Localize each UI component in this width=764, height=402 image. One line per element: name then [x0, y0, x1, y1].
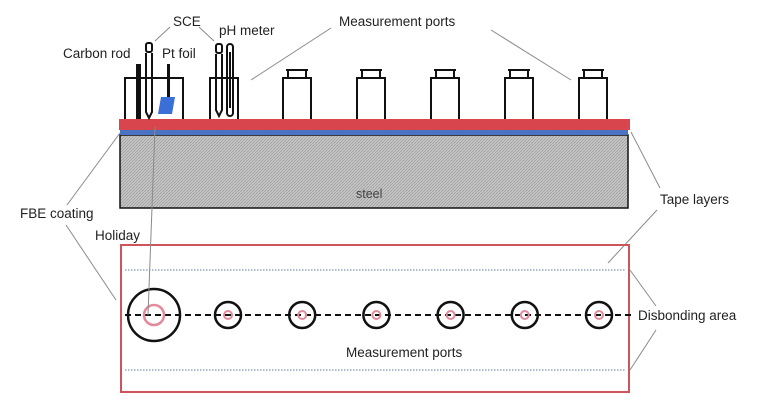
- side-measurement-port: [282, 69, 312, 119]
- sce-leader-left: [154, 26, 171, 42]
- tape-layers-label: Tape layers: [660, 192, 729, 207]
- ph-meter-label: pH meter: [219, 23, 275, 38]
- port-cap: [509, 69, 529, 77]
- plan-measurement-port: [436, 300, 465, 330]
- side-measurement-port: [504, 69, 534, 119]
- sce-electrode: [145, 42, 153, 121]
- holiday-ring: [142, 303, 166, 327]
- port-hole: [223, 310, 233, 320]
- sce-label: SCE: [173, 14, 201, 29]
- tape-layers-leader-top: [630, 131, 661, 189]
- port-cap: [435, 69, 455, 77]
- port-cap: [583, 69, 603, 77]
- ports-top-leader-right: [490, 29, 572, 81]
- port-hole: [297, 310, 308, 320]
- fbe-coating-layer: [120, 129, 628, 135]
- side-measurement-port: [430, 69, 460, 119]
- sce-leader-right: [198, 26, 215, 42]
- disbond-leader-bottom: [629, 329, 657, 371]
- holiday-label: Holiday: [95, 228, 140, 243]
- port-hole: [371, 310, 382, 320]
- plan-measurement-ports: [213, 300, 614, 330]
- steel-block: [119, 134, 629, 209]
- plan-measurement-port: [362, 300, 391, 330]
- port-hole: [445, 310, 456, 320]
- fbe-coating-label: FBE coating: [20, 206, 94, 221]
- disbond-leader-top: [629, 269, 657, 307]
- pt-foil-wire: [167, 64, 170, 99]
- plan-measurement-port: [287, 300, 317, 330]
- electrochemical-cell: [124, 42, 184, 121]
- ph-electrode: [226, 43, 234, 117]
- ph-meter-cell: [209, 43, 239, 119]
- holiday-leader: [147, 126, 156, 316]
- pt-foil: [158, 97, 175, 114]
- tape-layer: [119, 119, 630, 130]
- plan-outline: [120, 244, 630, 393]
- side-measurement-ports: [282, 69, 608, 119]
- ports-top-leader-left: [250, 27, 332, 81]
- port-cap: [361, 69, 381, 77]
- plan-view: Measurement ports Disbonding area: [120, 126, 737, 393]
- fbe-leader-top: [66, 132, 121, 206]
- steel-label: steel: [356, 187, 382, 201]
- measurement-ports-bottom-label: Measurement ports: [346, 345, 463, 360]
- port-cap: [287, 69, 307, 77]
- plan-measurement-port: [213, 300, 243, 330]
- plan-measurement-port: [584, 300, 614, 330]
- plan-measurement-port: [510, 300, 540, 330]
- side-measurement-port: [356, 69, 386, 119]
- port-hole: [594, 310, 604, 320]
- tape-layers-leader-bottom: [607, 209, 658, 264]
- ph-reference-electrode: [215, 43, 223, 119]
- carbon-rod-label: Carbon rod: [63, 46, 131, 61]
- side-measurement-port: [578, 69, 608, 119]
- pt-foil-label: Pt foil: [162, 46, 196, 61]
- fbe-leader-bottom: [65, 224, 117, 301]
- side-view: steel: [20, 14, 729, 301]
- port-hole: [519, 310, 530, 320]
- holiday-port: [126, 287, 182, 343]
- carbon-rod: [136, 64, 141, 119]
- measurement-ports-top-label: Measurement ports: [339, 14, 456, 29]
- disbonding-area-label: Disbonding area: [638, 308, 737, 323]
